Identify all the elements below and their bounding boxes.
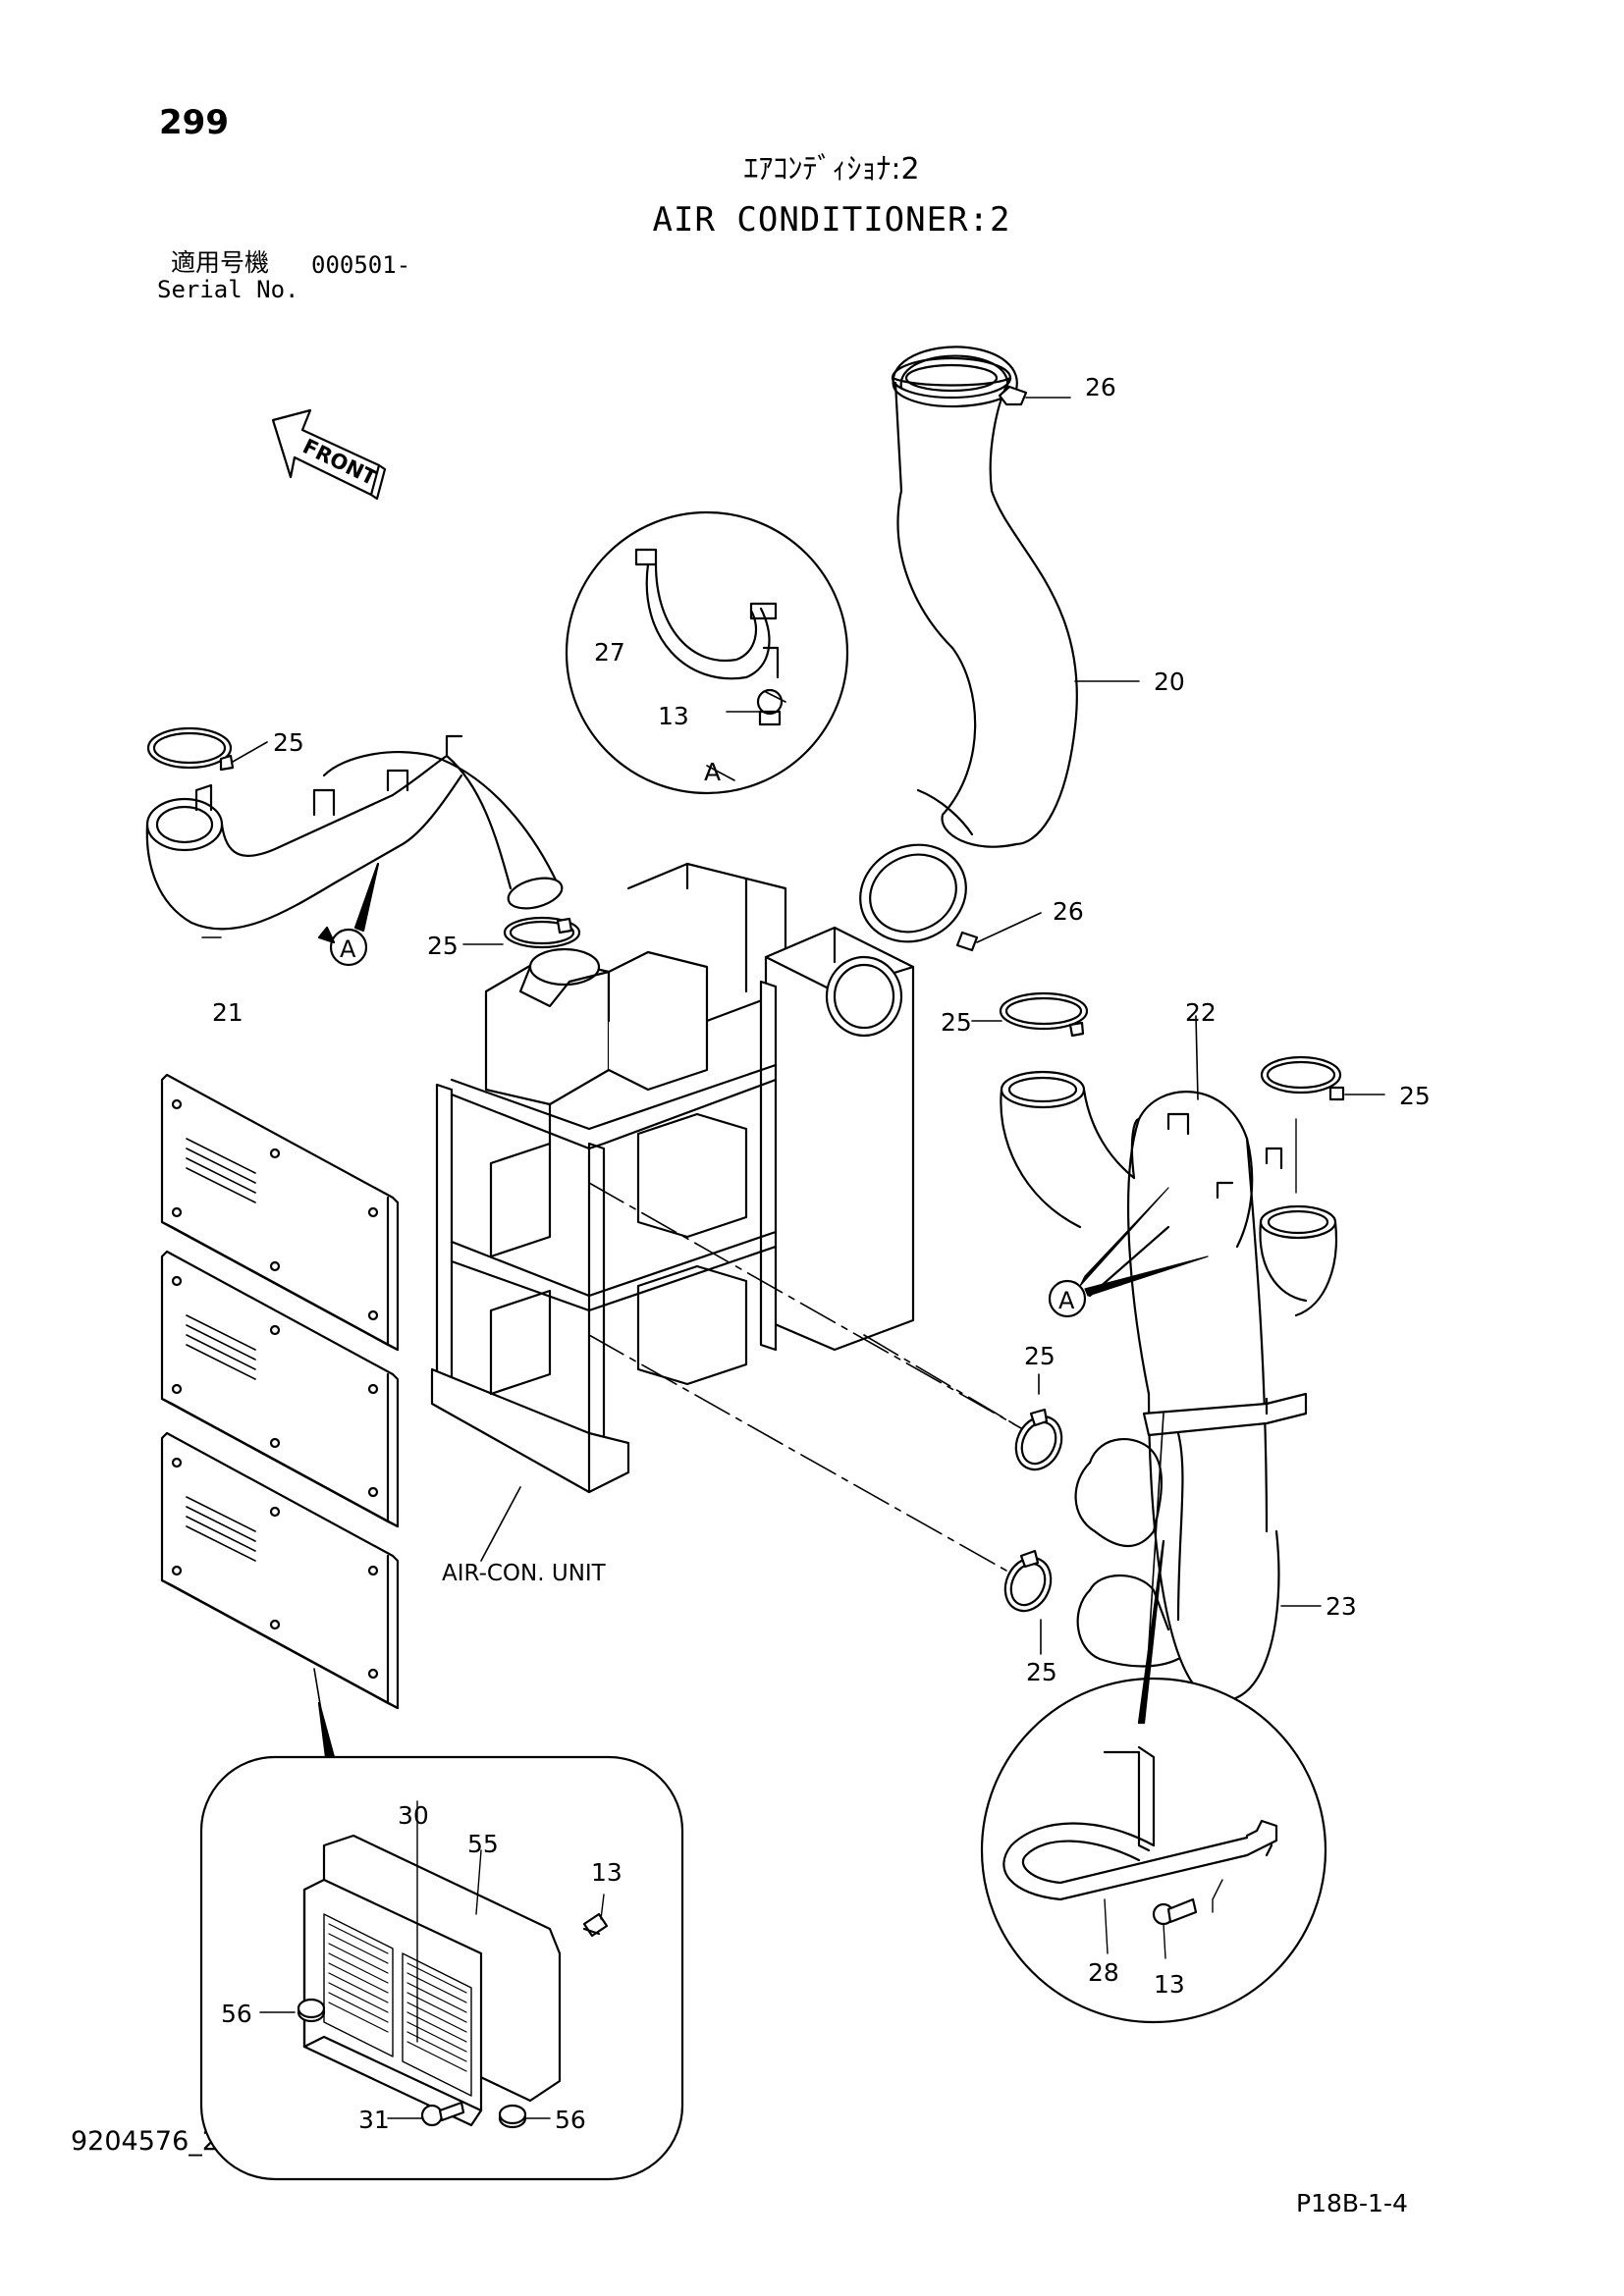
callout-a-left: A: [317, 862, 380, 967]
title-english: AIR CONDITIONER:2: [652, 200, 1011, 240]
part-label-13-b: 13: [591, 1858, 623, 1887]
part-label-13-a: 13: [658, 702, 689, 730]
serial-number-value: 000501-: [311, 251, 411, 279]
front-direction-arrow: FRONT: [271, 408, 387, 501]
part-label-56-a: 56: [221, 2000, 252, 2028]
part-label-56-b: 56: [555, 2106, 586, 2134]
drawing-number: 9204576_2: [71, 2126, 219, 2157]
hose-23: [1074, 1117, 1322, 1702]
panel-detail-view: [199, 1755, 684, 2181]
part-label-21: 21: [212, 998, 244, 1027]
part-label-25-lower-a: 25: [1024, 1342, 1056, 1370]
part-label-31: 31: [358, 2106, 390, 2134]
part-label-25-mid: 25: [941, 1008, 972, 1037]
svg-text:A: A: [1058, 1287, 1075, 1314]
panel-upper: [160, 1073, 400, 1352]
part-label-25-left: 25: [273, 728, 304, 757]
part-label-25-right: 25: [1399, 1082, 1431, 1110]
page-reference: P18B-1-4: [1296, 2189, 1408, 2217]
hose-22: [1000, 1015, 1254, 1249]
part-label-23: 23: [1326, 1592, 1357, 1621]
detail-a-label: A: [704, 758, 721, 786]
part-label-28: 28: [1088, 1958, 1119, 1987]
serial-label-japanese: 適用号機: [171, 248, 270, 277]
clamp-25-center: [462, 916, 581, 949]
part-label-55: 55: [467, 1830, 499, 1858]
part-label-30: 30: [398, 1801, 429, 1830]
part-number-labels: 26 20 27 13 A 25 21 25 26 25 22 25 25 25…: [212, 373, 1431, 2134]
clamp-25-lower-b: [1003, 1549, 1053, 1655]
hose-22-right-outlet: [1259, 1147, 1337, 1317]
part-label-13-c: 13: [1154, 1970, 1185, 1999]
hose-20: [891, 356, 1078, 848]
clamp-25-lower-a: [1014, 1373, 1063, 1471]
callout-a-right: A: [1048, 1187, 1209, 1318]
part-label-26-top: 26: [1085, 373, 1116, 401]
leader-lines: [201, 680, 1140, 938]
part-label-22: 22: [1185, 998, 1217, 1027]
clamp-25-mid: [971, 991, 1089, 1038]
serial-label-english: Serial No.: [157, 276, 299, 303]
part-label-26-mid: 26: [1053, 897, 1084, 926]
air-con-unit: AIR-CON. UNIT: [430, 862, 915, 1586]
detail-a-bracket-view: [565, 510, 849, 795]
clamp-25-left: [146, 726, 268, 772]
part-label-20: 20: [1154, 667, 1185, 696]
clamp-26-middle: [859, 843, 1042, 952]
title-japanese: ｴｱｺﾝﾃﾞｨｼｮﾅ:2: [743, 152, 920, 187]
svg-text:A: A: [340, 935, 356, 963]
hose-21: [145, 734, 564, 931]
part-label-25-lower-b: 25: [1026, 1658, 1057, 1686]
band-detail-view: [980, 1413, 1327, 2024]
air-con-unit-label: AIR-CON. UNIT: [442, 1561, 607, 1586]
clamp-26-visible-top: [892, 346, 1071, 408]
panel-lower: [160, 1431, 400, 1759]
part-label-25-center: 25: [427, 932, 459, 960]
page-number: 299: [159, 103, 229, 142]
panel-middle: [160, 1250, 400, 1528]
alignment-lines: [588, 1182, 1022, 1572]
part-label-27: 27: [594, 638, 625, 667]
clamp-25-right: [1260, 1055, 1385, 1194]
